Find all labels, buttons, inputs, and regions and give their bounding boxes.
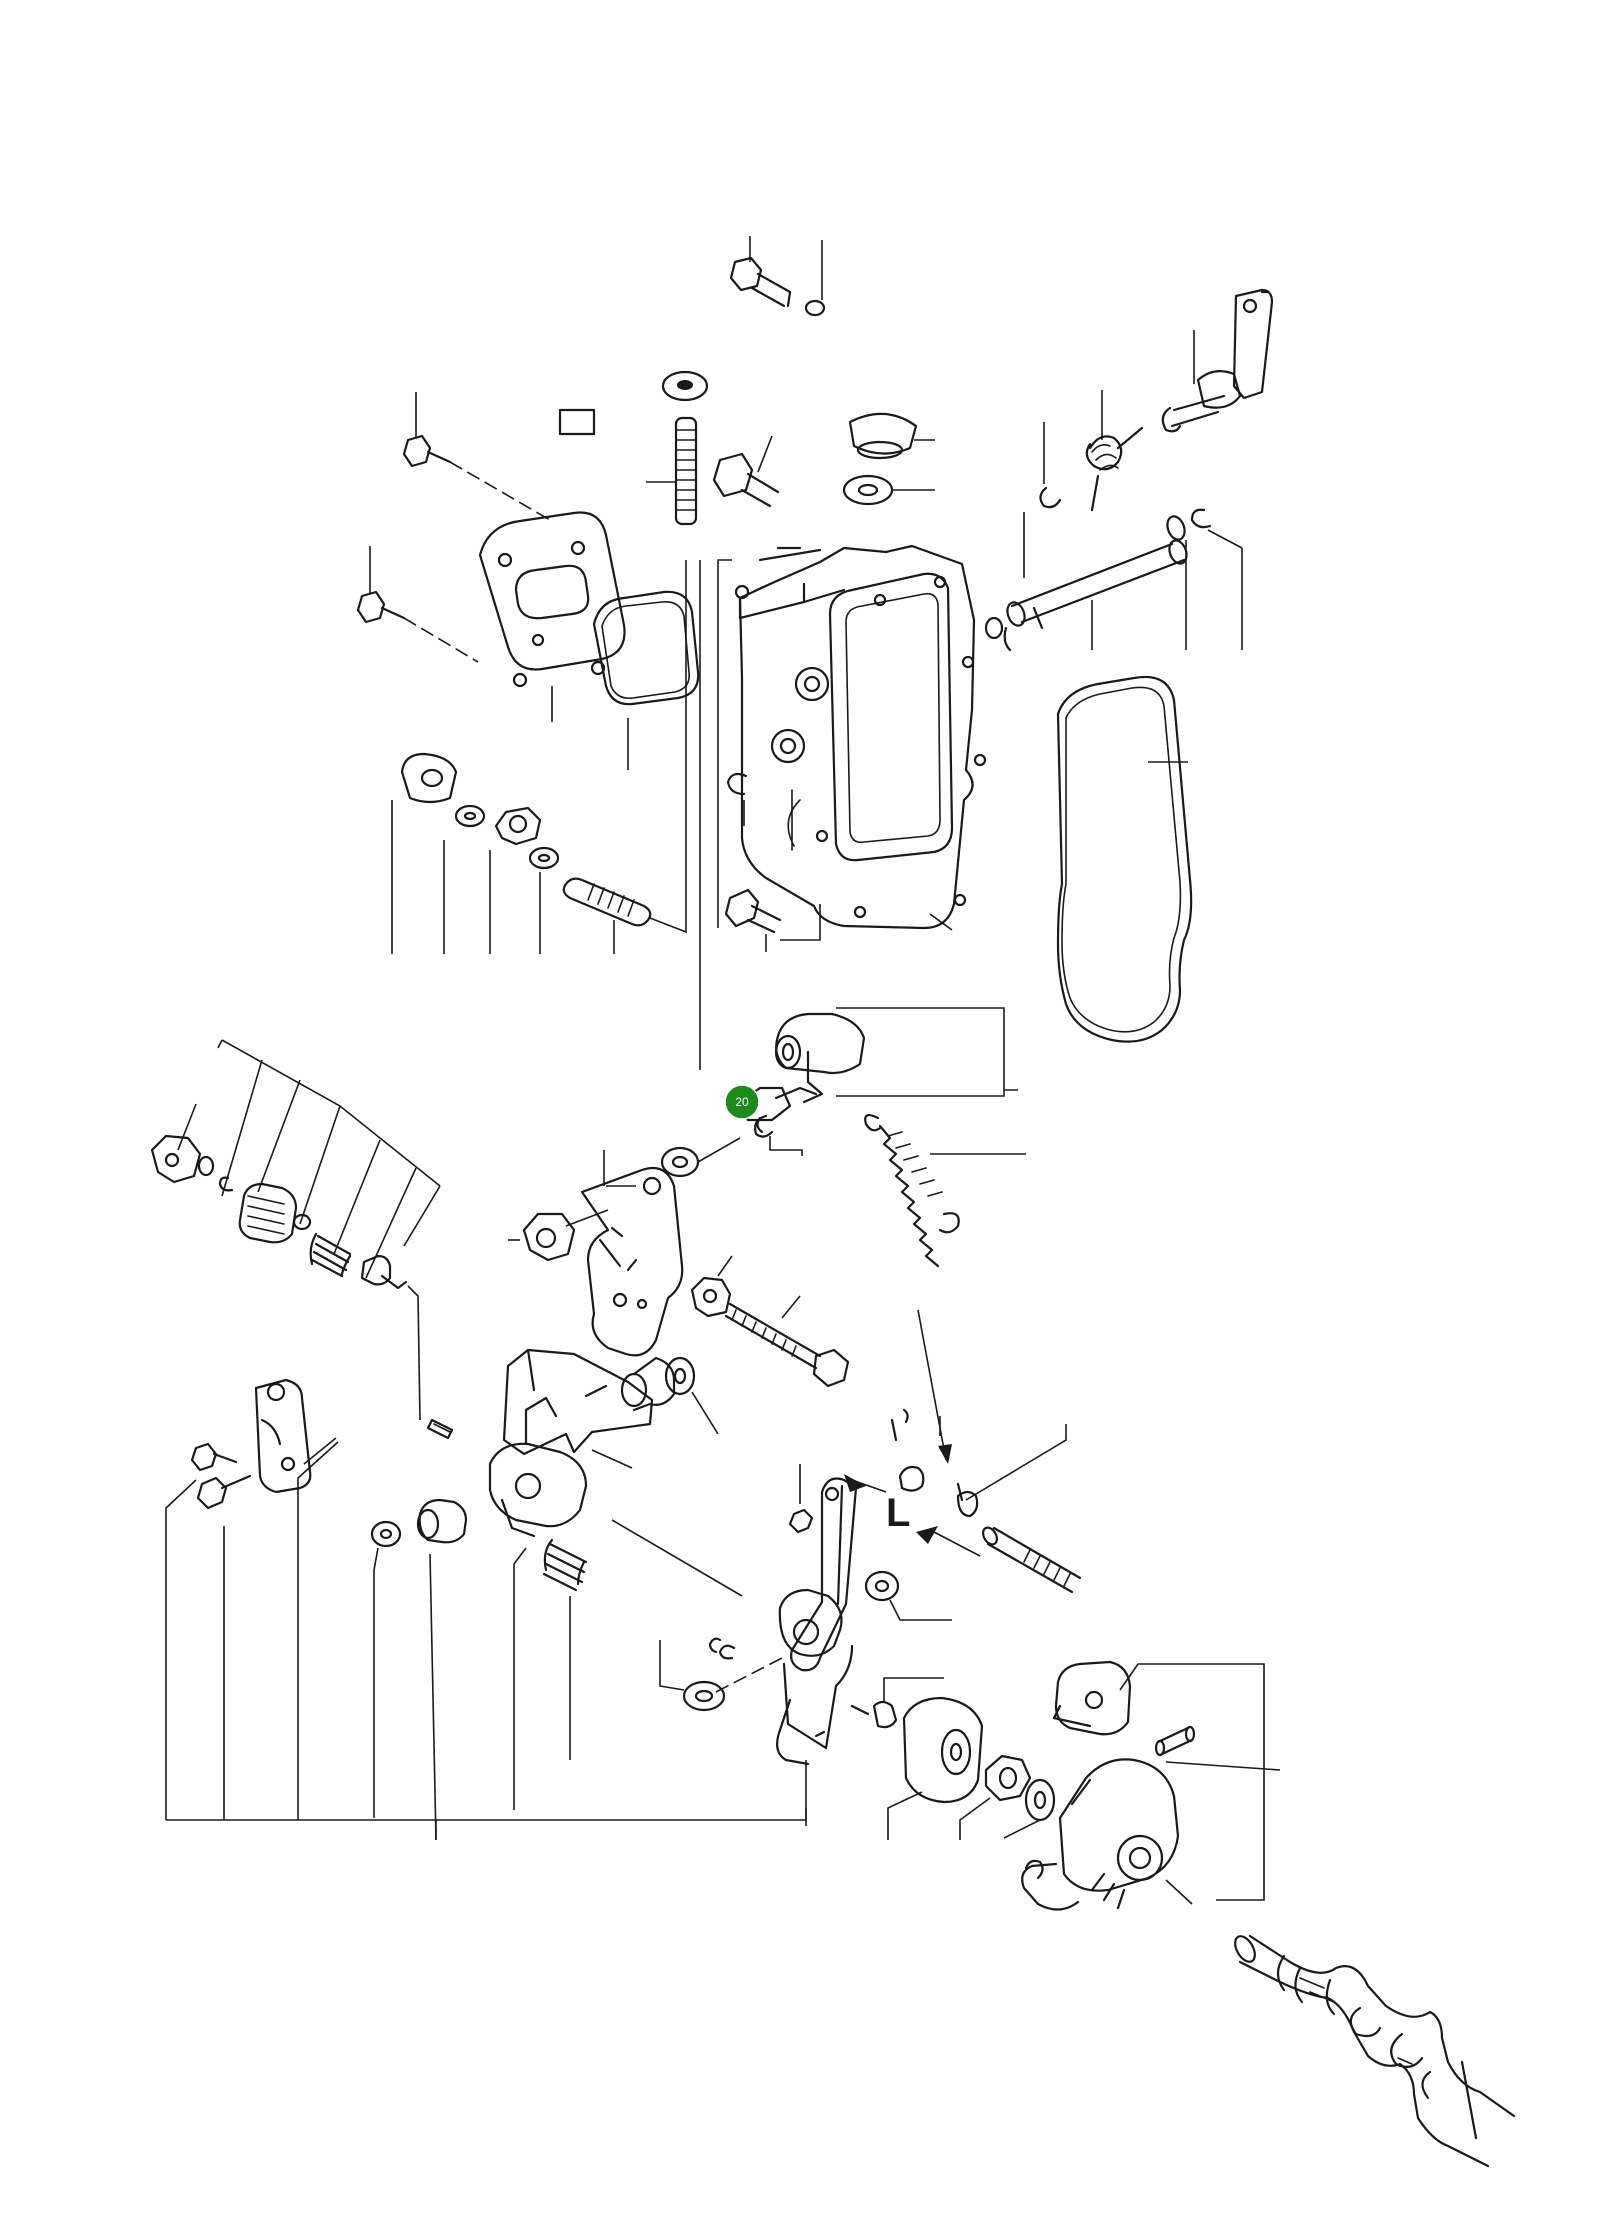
screw-dashed-path-lower [403, 617, 479, 663]
plunger-clip [754, 1114, 803, 1156]
baseline-bracket [165, 1441, 807, 1821]
lever-leader-a [591, 1449, 633, 1469]
cluster-ring [292, 1213, 312, 1231]
top-screw [729, 236, 792, 308]
fork-washer [864, 1570, 952, 1621]
dimension-label-l: L [886, 1491, 910, 1535]
lower-bolt-leader [780, 904, 821, 941]
small-plate-tag [558, 408, 596, 436]
gasket-plate [478, 511, 626, 722]
small-screw-plug [850, 1677, 944, 1729]
control-lever [488, 1348, 654, 1538]
stud-to-housing-leader [649, 560, 687, 934]
housing-bolt-top [712, 435, 780, 508]
lever-leader-b [611, 1519, 743, 1597]
governor-housing [734, 544, 987, 931]
cluster-pin [360, 1254, 408, 1290]
flyweight-holder [887, 1696, 984, 1840]
small-ring-left [984, 616, 1012, 652]
lever-hex-nut [508, 1209, 609, 1262]
long-bolt [724, 1295, 850, 1388]
left-cluster-leaders [177, 1039, 441, 1279]
washer-left-column [370, 1520, 402, 1818]
cluster-spring [309, 1232, 352, 1278]
plate-screw-upper [402, 392, 452, 468]
cap-plug [848, 412, 935, 460]
camshaft [1234, 1934, 1516, 2168]
bracket-screw [196, 1474, 252, 1510]
flat-washer-1 [443, 804, 486, 954]
fork-arm [775, 1477, 858, 1766]
lever-bushing [620, 1356, 676, 1412]
pin-leader-down [407, 1285, 421, 1421]
fork-dashed [715, 1657, 783, 1693]
flyweight-pin [1154, 1725, 1281, 1771]
screw-dashed-path-upper [449, 461, 551, 521]
callout-marker-20[interactable]: 20 [724, 1084, 760, 1120]
cap-nut [391, 752, 458, 954]
threaded-stud [562, 877, 652, 954]
fork-small-nut [788, 1464, 814, 1534]
guide-sleeve [774, 1012, 866, 1104]
flyweight-hub [1021, 1758, 1193, 1911]
cap-washer [842, 474, 935, 506]
housing-leader-bracket [699, 559, 732, 1070]
flyweight-bracket [1052, 1660, 1132, 1736]
control-lever-leader [513, 1547, 527, 1810]
fork-washer-lower [659, 1640, 726, 1712]
top-washer [804, 240, 826, 317]
flat-washer-2 [528, 846, 560, 954]
o-ring-gasket [592, 590, 700, 770]
torsion-spring [1085, 390, 1144, 512]
bushing-left-column [416, 1498, 468, 1841]
side-cover-gasket [1056, 675, 1193, 1043]
lever-washer [660, 1137, 741, 1178]
fork-clip [708, 1637, 736, 1660]
long-stud [646, 416, 698, 526]
lever-plate [580, 1150, 684, 1357]
shaft-circlip-right [1190, 508, 1243, 650]
hex-nut-1 [489, 806, 542, 954]
holder-washer [1003, 1778, 1056, 1839]
holder-nut [959, 1754, 1032, 1840]
right-washer-pin [956, 1482, 979, 1518]
callout-label-20: 20 [735, 1095, 749, 1109]
cluster-sleeve [238, 1182, 298, 1244]
lever-pin-small [426, 1418, 454, 1440]
bracket-plate-left [254, 1378, 337, 1494]
cluster-nut [150, 1134, 202, 1184]
adjustment-arrows: L [844, 1309, 1067, 1557]
adjust-nut [690, 1255, 733, 1318]
sleeve-bracket [836, 1007, 1018, 1097]
threaded-rod-right [982, 1526, 1082, 1594]
lever-arm [1161, 288, 1274, 433]
governor-shaft [1006, 539, 1188, 650]
bracket-screw-small [190, 1442, 238, 1472]
shaft-circlip-upper [1039, 422, 1062, 509]
cluster-washer [197, 1155, 215, 1177]
spring-left-column [542, 1538, 588, 1760]
housing-bolt-lower [724, 888, 782, 952]
plate-screw-lower [356, 546, 406, 624]
flyweight-bracket-leader [1119, 1663, 1265, 1901]
cluster-clip [218, 1176, 234, 1192]
shaft-washer [1166, 515, 1187, 650]
lever-washer-right [664, 1356, 719, 1435]
tension-spring [864, 1114, 1026, 1268]
housing-circlip [726, 772, 748, 826]
pivot-pin [890, 1408, 925, 1492]
top-nut [661, 370, 709, 402]
